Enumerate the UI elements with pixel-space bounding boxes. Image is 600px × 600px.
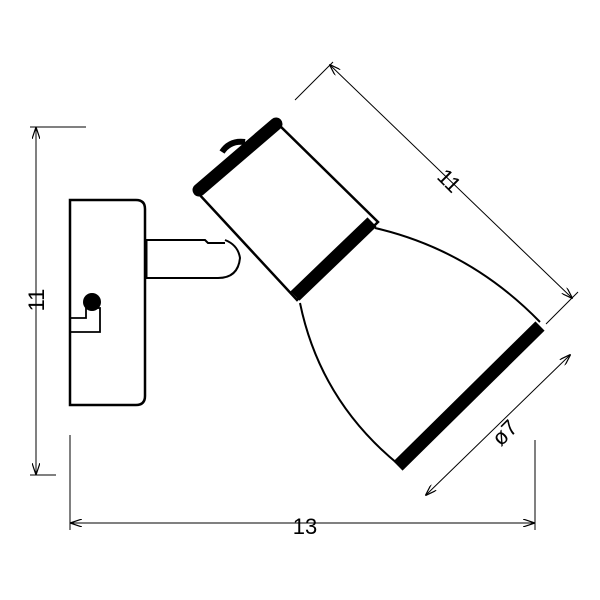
width-dimension: 13 bbox=[69, 435, 536, 539]
height-dimension: 11 bbox=[24, 126, 86, 476]
height-label: 11 bbox=[24, 289, 49, 312]
diameter-label: ø7 bbox=[487, 415, 523, 451]
shade-rim-band bbox=[393, 321, 545, 471]
width-label: 13 bbox=[293, 514, 317, 539]
cylinder-top-band bbox=[192, 117, 283, 197]
wall-mount-plate bbox=[68, 198, 147, 407]
screw-icon bbox=[83, 293, 101, 311]
cable-line bbox=[70, 307, 101, 333]
lamp-arm bbox=[144, 239, 242, 279]
